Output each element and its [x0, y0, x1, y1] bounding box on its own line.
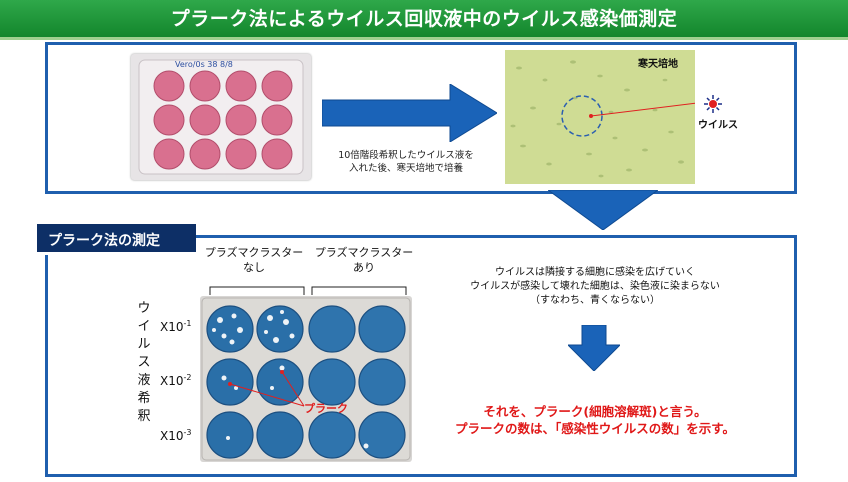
- down-arrow: [546, 189, 660, 234]
- plaque-circle: [561, 95, 603, 137]
- virus-icon: [704, 95, 722, 117]
- with-cluster-line-1: プラズマクラスター: [314, 246, 414, 259]
- no-cluster-line-2: なし: [243, 261, 265, 274]
- row-exp: -3: [183, 428, 192, 437]
- plate-handwriting: Vero/0s 38 8/8: [175, 60, 233, 69]
- row-base: X10: [160, 429, 184, 443]
- explanation-down-arrow: [566, 324, 622, 375]
- row-label-3: X10-3: [160, 428, 191, 443]
- plaque-label: プラーク: [304, 402, 348, 415]
- side-char: 液: [137, 373, 151, 388]
- row-label-1: X10-1: [160, 319, 191, 334]
- side-char: ル: [137, 337, 151, 352]
- pink-well-plate-illustration: Vero/0s 38 8/8: [138, 59, 304, 175]
- result-text: それを、プラーク(細胞溶解斑)と言う。 プラークの数は、「感染性ウイルスの数」を…: [430, 403, 760, 437]
- culture-caption: 10倍階段希釈したウイルス液を 入れた後、寒天培地で培養: [331, 149, 481, 175]
- row-label-2: X10-2: [160, 373, 191, 388]
- row-base: X10: [160, 320, 184, 334]
- header-banner: [0, 0, 848, 37]
- explanation-text: ウイルスは隣接する細胞に感染を広げていく ウイルスが感染して壊れた細胞は、染色液…: [440, 266, 750, 308]
- explanation-line-2: ウイルスが感染して壊れた細胞は、染色液に染まらない: [470, 281, 720, 292]
- with-cluster-line-2: あり: [353, 261, 375, 274]
- with-cluster-label: プラズマクラスター あり: [310, 245, 418, 275]
- section-tab: プラーク法の測定: [37, 224, 196, 255]
- right-arrow: [321, 83, 498, 146]
- side-char: ス: [137, 355, 151, 370]
- side-char: 希: [137, 391, 151, 406]
- row-base: X10: [160, 374, 184, 388]
- stained-well-plate-photo: [200, 296, 412, 462]
- virus-label: ウイルス: [698, 120, 738, 131]
- dilution-side-label: ウ イ ル ス 液 希 釈: [136, 300, 152, 426]
- side-char: 釈: [137, 409, 151, 424]
- explanation-line-1: ウイルスは隣接する細胞に感染を広げていく: [495, 267, 695, 278]
- header-underline: [0, 37, 848, 40]
- section-title: プラーク法の測定: [48, 233, 160, 249]
- side-char: イ: [137, 319, 151, 334]
- caption-line-2: 入れた後、寒天培地で培養: [348, 163, 463, 174]
- page-title: プラーク法によるウイルス回収液中のウイルス感染価測定: [170, 8, 678, 30]
- bottom-panel: [45, 235, 797, 477]
- no-cluster-label: プラズマクラスター なし: [200, 245, 308, 275]
- no-cluster-line-1: プラズマクラスター: [204, 246, 304, 259]
- blue-well-plate-illustration: [201, 297, 411, 461]
- caption-line-1: 10倍階段希釈したウイルス液を: [338, 150, 474, 161]
- explanation-line-3: （すなわち、青くならない）: [530, 295, 660, 306]
- agar-micrograph: [505, 50, 695, 184]
- agar-label: 寒天培地: [638, 59, 678, 70]
- column-brackets: [209, 286, 407, 295]
- row-exp: -1: [183, 319, 192, 328]
- well-plate-photo: Vero/0s 38 8/8: [131, 54, 311, 180]
- result-line-1: それを、プラーク(細胞溶解斑)と言う。: [483, 404, 707, 419]
- result-line-2: プラークの数は、「感染性ウイルスの数」を示す。: [454, 421, 735, 436]
- row-exp: -2: [183, 373, 192, 382]
- side-char: ウ: [137, 301, 151, 316]
